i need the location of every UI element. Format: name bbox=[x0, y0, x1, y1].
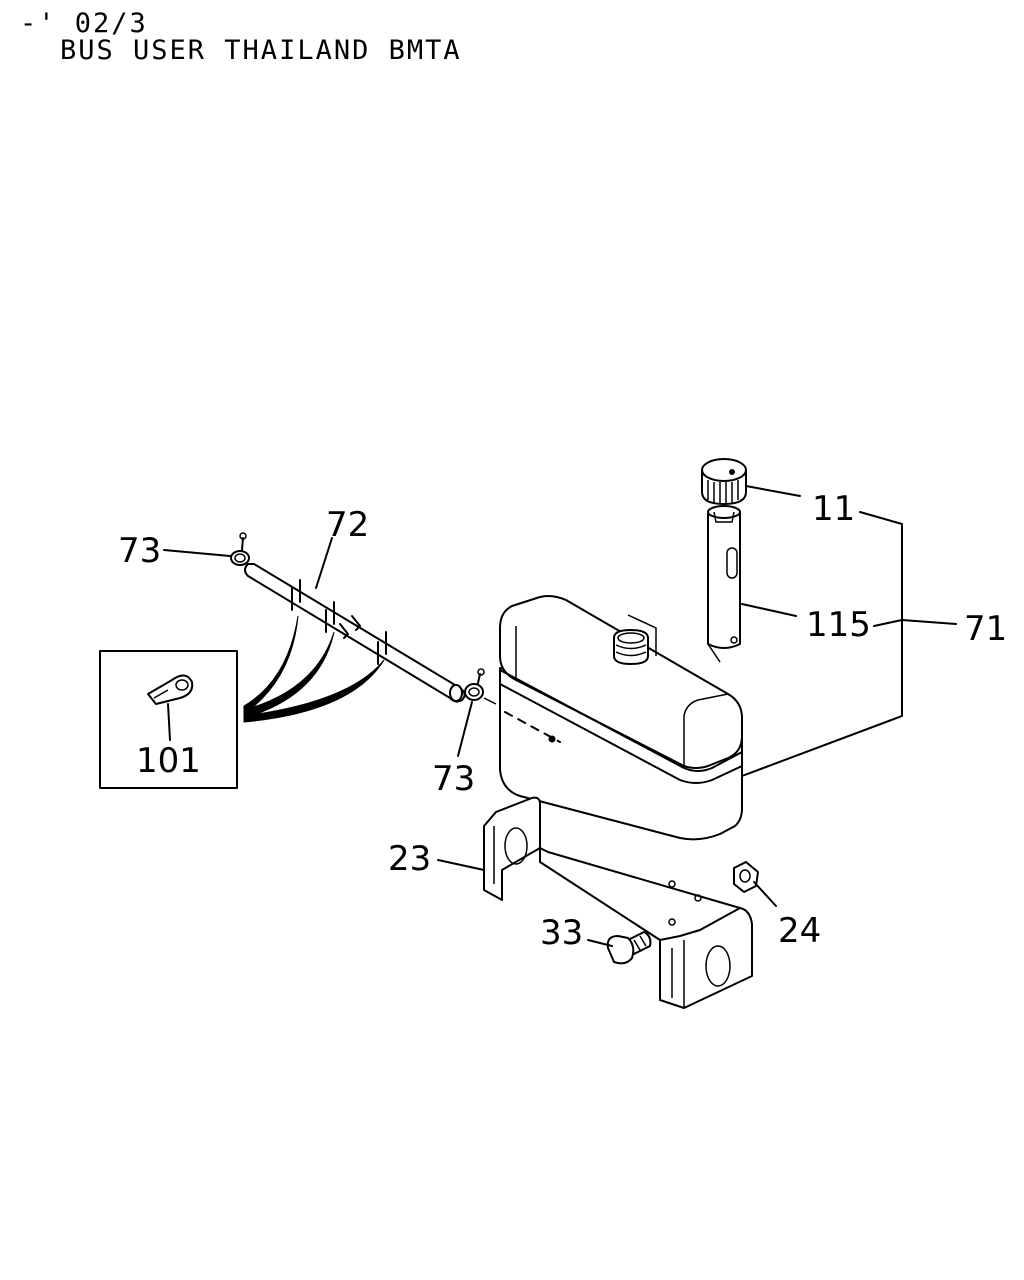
pointer-wedge-2 bbox=[243, 631, 335, 719]
detail-inset-box bbox=[99, 650, 238, 789]
hose-clamp-top[interactable] bbox=[230, 532, 250, 566]
callout-73-top: 73 bbox=[118, 531, 161, 571]
callout-71: 71 bbox=[964, 609, 1007, 649]
bolt[interactable] bbox=[606, 931, 652, 965]
reservoir-tank[interactable] bbox=[499, 595, 743, 841]
callout-73-bottom: 73 bbox=[432, 759, 475, 799]
leader-lines bbox=[163, 485, 957, 947]
header-model-code: -' 02/3 bbox=[20, 8, 148, 39]
header-application: BUS USER THAILAND BMTA bbox=[60, 35, 462, 66]
strainer-tube[interactable] bbox=[707, 505, 741, 663]
hose-clamp-bottom[interactable] bbox=[464, 668, 497, 705]
tank-bracket[interactable] bbox=[483, 796, 753, 1009]
nut[interactable] bbox=[733, 861, 759, 893]
hose[interactable] bbox=[244, 563, 466, 703]
hose-clip[interactable] bbox=[147, 674, 194, 705]
callout-33: 33 bbox=[540, 913, 583, 953]
callout-101: 101 bbox=[136, 741, 201, 781]
callout-23: 23 bbox=[388, 839, 431, 879]
callout-115: 115 bbox=[806, 605, 871, 645]
callout-11: 11 bbox=[812, 489, 855, 529]
callout-72: 72 bbox=[326, 505, 369, 545]
pointer-wedge-3 bbox=[243, 659, 385, 723]
tank-cap[interactable] bbox=[701, 458, 747, 505]
callout-24: 24 bbox=[778, 911, 821, 951]
pointer-wedge-1 bbox=[243, 615, 299, 715]
